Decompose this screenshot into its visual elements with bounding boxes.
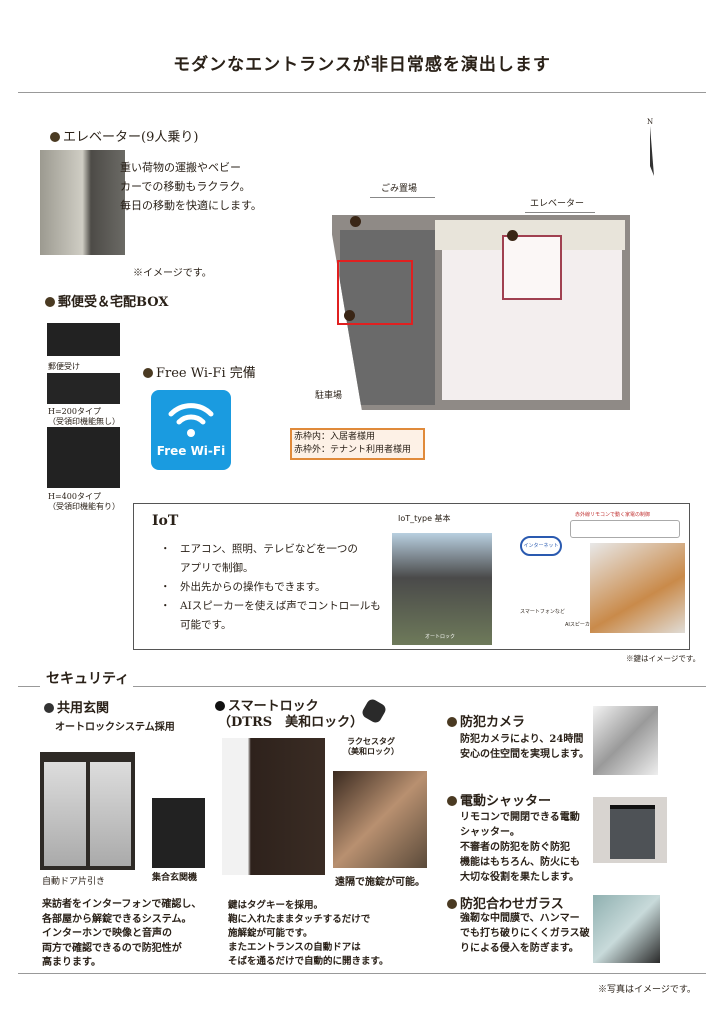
iot-bullet: ・エアコン、照明、テレビなどを一つの アプリで制御。	[160, 540, 381, 578]
legend-resident: 赤枠内：入居者様用	[294, 432, 376, 442]
building-photo	[392, 533, 492, 645]
divider	[133, 686, 706, 687]
mailbox-photo	[47, 323, 120, 356]
glass-photo	[593, 895, 660, 963]
iot-note: ※鍵はイメージです。	[626, 654, 701, 663]
entrance-heading: 共用玄関	[44, 697, 109, 716]
bullet-icon	[50, 132, 60, 142]
delivery-box-400-caption: H=400タイプ （受領印機能有り）	[48, 492, 120, 511]
marker-trash	[350, 216, 361, 227]
bullet-icon	[215, 701, 225, 711]
wifi-heading: Free Wi-Fi 完備	[143, 362, 256, 381]
iot-bullets: ・エアコン、照明、テレビなどを一つの アプリで制御。 ・外出先からの操作もできま…	[160, 540, 381, 635]
iot-bullet: ・外出先からの操作もできます。	[160, 578, 381, 597]
cloud-icon: インターネット	[520, 536, 562, 556]
entrance-sub: オートロックシステム採用	[55, 722, 175, 733]
entrance-heading-text: 共用玄関	[57, 701, 110, 716]
mailbox-heading: 郵便受＆宅配BOX	[45, 291, 168, 310]
elevator-photo	[40, 150, 125, 255]
smartlock-heading: スマートロック	[215, 695, 319, 714]
tag-key-icon	[360, 697, 388, 725]
wifi-heading-text: Free Wi-Fi 完備	[156, 366, 256, 381]
iot-bullet: ・AIスピーカーを使えば声でコントロールも 可能です。	[160, 597, 381, 635]
camera-heading: 防犯カメラ	[447, 711, 525, 730]
marker-parking	[344, 310, 355, 321]
bullet-icon	[45, 297, 55, 307]
tag-caption: ラクセスタグ （美和ロック）	[343, 737, 399, 756]
delivery-box-200-caption: H=200タイプ （受領印機能無し）	[48, 407, 120, 426]
iot-bullet-text: 外出先からの操作もできます。	[180, 581, 326, 593]
divider	[18, 92, 706, 93]
wifi-icon	[168, 403, 214, 437]
iot-bullet-text: エアコン、照明、テレビなどを一つの アプリで制御。	[180, 543, 358, 574]
appliance-label: 赤外線リモコンで動く家電の制御	[575, 512, 651, 518]
delivery-box-400-photo	[47, 427, 120, 488]
legend-tenant: 赤枠外：テナント利用者様用	[294, 445, 412, 455]
autolock-label: オートロック	[425, 634, 456, 640]
glass-heading-text: 防犯合わせガラス	[460, 897, 564, 912]
automatic-door-photo	[40, 752, 135, 870]
delivery-box-200-photo	[47, 373, 120, 404]
smartlock-text: 鍵はタグキーを採用。 鞄に入れたままタッチするだけで 施解錠が可能です。 またエ…	[228, 900, 389, 967]
smartphone-label: スマートフォンなど	[520, 609, 565, 615]
appliance-panel	[570, 520, 680, 538]
mailbox-heading-text: 郵便受＆宅配BOX	[58, 295, 169, 310]
floor-plan	[332, 215, 630, 410]
elevator-note: ※イメージです。	[133, 268, 212, 279]
smartlock-heading-text: スマートロック	[228, 699, 319, 714]
label-trash: ごみ置場	[381, 184, 418, 194]
leader-line	[370, 197, 435, 198]
iot-diagram: IoT_type 基本 インターネット スマートフォンなど AIスピーカー オー…	[390, 508, 688, 648]
bullet-icon	[447, 796, 457, 806]
glass-heading: 防犯合わせガラス	[447, 893, 564, 912]
divider	[18, 973, 706, 974]
camera-text: 防犯カメラにより、24時間 安心の住空間を実現します。	[460, 734, 589, 760]
elevator-text: 重い荷物の運搬やベビー カーでの移動もラクラク。 毎日の移動を快適にします。	[120, 161, 262, 212]
bullet-icon	[447, 899, 457, 909]
iot-panel	[133, 503, 690, 650]
page-title: モダンなエントランスが非日常感を演出します	[173, 55, 551, 75]
resident-parking-frame	[337, 260, 413, 325]
marker-elevator	[507, 230, 518, 241]
camera-photo	[593, 706, 658, 775]
bullet-icon	[447, 717, 457, 727]
photo-note: ※写真はイメージです。	[598, 985, 696, 995]
security-heading: セキュリティ	[46, 671, 130, 687]
wifi-logo-text: Free Wi-Fi	[156, 444, 226, 458]
intercom-caption: 集合玄関機	[152, 873, 198, 883]
label-parking: 駐車場	[315, 391, 343, 401]
phone-photo	[333, 771, 427, 868]
iot-diagram-title: IoT_type 基本	[398, 514, 451, 523]
parking-legend: 赤枠内：入居者様用 赤枠外：テナント利用者様用	[290, 428, 425, 460]
shutter-photo	[593, 797, 667, 863]
ai-speaker-label: AIスピーカー	[565, 622, 595, 628]
bullet-icon	[44, 703, 54, 713]
camera-heading-text: 防犯カメラ	[460, 715, 526, 730]
intercom-photo	[152, 798, 205, 868]
leader-line	[525, 212, 595, 213]
iot-heading: IoT	[152, 513, 179, 529]
divider	[18, 686, 40, 687]
entrance-text: 来訪者をインターフォンで確認し、 各部屋から解錠できるシステム。 インターホンで…	[42, 899, 202, 968]
room-illustration	[590, 543, 685, 633]
smartlock-door-photo	[222, 738, 325, 875]
smartlock-sub: （DTRS 美和ロック）	[218, 715, 364, 730]
shutter-heading-text: 電動シャッター	[460, 794, 552, 809]
north-label: N	[646, 118, 654, 126]
north-arrow: N	[645, 118, 655, 180]
phone-caption: 遠隔で施錠が可能。	[335, 877, 425, 888]
bullet-icon	[143, 368, 153, 378]
iot-bullet-text: AIスピーカーを使えば声でコントロールも 可能です。	[180, 600, 381, 631]
shutter-heading: 電動シャッター	[447, 790, 551, 809]
shutter-text: リモコンで開閉できる電動 シャッター。 不審者の防犯を防ぐ防犯 機能はもちろん、…	[460, 812, 580, 883]
wifi-logo: Free Wi-Fi	[151, 390, 231, 470]
mailbox-caption: 郵便受け	[48, 362, 80, 371]
north-arrow-icon	[650, 126, 654, 176]
label-elevator: エレベーター	[530, 199, 585, 209]
elevator-heading-text: エレベーター(9人乗り)	[63, 130, 199, 145]
elevator-heading: エレベーター(9人乗り)	[50, 126, 198, 145]
glass-text: 強靭な中間膜で、ハンマー でも打ち破りにくくガラス破 りによる侵入を防ぎます。	[460, 913, 590, 954]
door-caption: 自動ドア片引き	[42, 877, 106, 887]
